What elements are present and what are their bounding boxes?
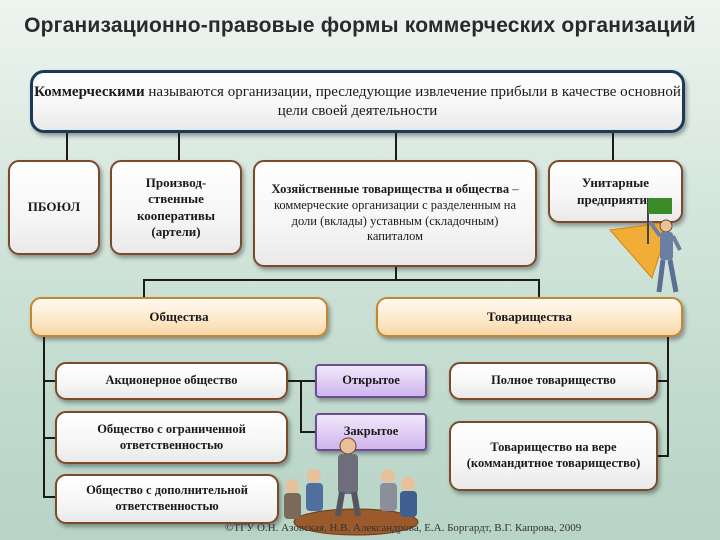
- joint-stock-open-label: Открытое: [342, 373, 400, 388]
- joint-stock-closed: Закрытое: [315, 413, 427, 451]
- connector: [658, 380, 669, 382]
- definition-term: Коммерческими: [34, 83, 145, 100]
- connector: [395, 133, 397, 160]
- connector: [43, 337, 45, 497]
- definition-text: Коммерческими называются организации, пр…: [33, 83, 682, 121]
- definition-rest: называются организации, преследующие изв…: [144, 83, 681, 119]
- form-partnerships-text: Хозяйственные товарищества и общества – …: [265, 182, 525, 245]
- form-pboul: ПБОЮЛ: [8, 160, 100, 255]
- society-additional-liability-label: Общество с дополнительной ответственност…: [86, 483, 248, 513]
- partnership-full-label: Полное товарищество: [491, 373, 616, 388]
- society-joint-stock-label: Акционерное общество: [105, 373, 238, 388]
- group-societies: Общества: [30, 297, 328, 337]
- society-llc-label: Общество с ограниченной ответственностью: [97, 421, 246, 452]
- connector: [43, 437, 55, 439]
- partnership-full: Полное товарищество: [449, 362, 658, 400]
- form-partnerships-title: Хозяйственные товарищества и общества: [271, 182, 510, 197]
- connector: [66, 133, 68, 160]
- connector: [178, 133, 180, 160]
- connector: [395, 267, 397, 279]
- group-partnerships-label: Товарищества: [486, 308, 573, 324]
- form-business-partnerships: Хозяйственные товарищества и общества – …: [253, 160, 537, 267]
- society-additional-liability: Общество с дополнительной ответственност…: [55, 474, 279, 524]
- connector: [667, 337, 669, 457]
- joint-stock-open: Открытое: [315, 364, 427, 398]
- partnership-limited: Товарищество на вере (коммандитное товар…: [449, 421, 658, 491]
- group-societies-label: Общества: [149, 308, 209, 324]
- connector: [300, 380, 315, 382]
- form-partnerships-desc: – коммерческие организации с разделенным…: [273, 182, 519, 244]
- connector: [300, 380, 302, 433]
- form-coops-label: Производ-ственные кооперативы (артели): [136, 175, 216, 239]
- flag-person-illustration: [609, 198, 682, 293]
- credit-line: ©ТГУ О.Н. Азовская, Н.В. Александрова, Е…: [225, 522, 582, 534]
- partnership-limited-label: Товарищество на вере (коммандитное товар…: [466, 440, 641, 470]
- connector: [43, 496, 55, 498]
- connector: [143, 279, 145, 297]
- form-production-cooperatives: Производ-ственные кооперативы (артели): [110, 160, 242, 255]
- group-partnerships: Товарищества: [376, 297, 683, 337]
- page-title: Организационно-правовые формы коммерческ…: [24, 14, 696, 37]
- connector: [538, 279, 540, 297]
- business-meeting-illustration: [284, 437, 419, 536]
- connector: [43, 380, 55, 382]
- joint-stock-closed-label: Закрытое: [343, 424, 399, 439]
- form-unitary-enterprises: Унитарные предприятия: [548, 160, 683, 223]
- connector: [658, 455, 669, 457]
- society-joint-stock: Акционерное общество: [55, 362, 288, 400]
- form-unitary-label: Унитарные предприятия: [576, 175, 655, 207]
- society-llc: Общество с ограниченной ответственностью: [55, 411, 288, 464]
- definition-box: Коммерческими называются организации, пр…: [30, 70, 685, 133]
- connector: [612, 133, 614, 160]
- connector: [300, 431, 315, 433]
- connector: [288, 380, 302, 382]
- connector: [143, 279, 540, 281]
- form-pboul-label: ПБОЮЛ: [27, 199, 81, 215]
